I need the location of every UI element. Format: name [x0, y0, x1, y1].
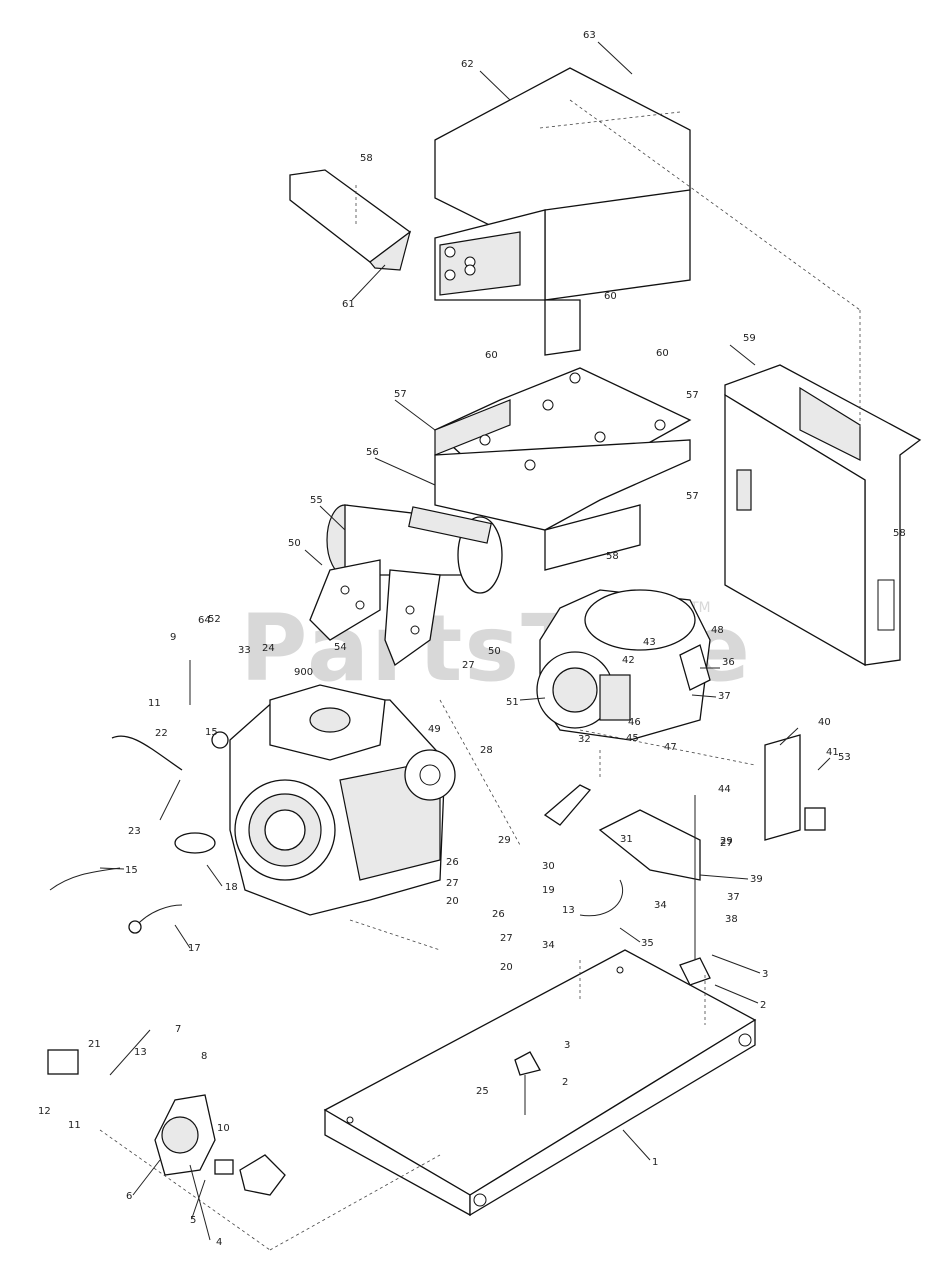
engine-part: [211, 684, 446, 916]
callout-label: 63: [583, 30, 596, 41]
callout-label: 60: [485, 350, 498, 361]
muffler-part: [309, 504, 503, 667]
callout-label: 27: [500, 933, 513, 944]
callout-label: 57: [686, 390, 699, 401]
callout-label: 50: [288, 538, 301, 549]
callout-label: 43: [643, 637, 656, 648]
callout-label: 6: [126, 1191, 132, 1202]
callout-label: 50: [488, 646, 501, 657]
callout-label: 26: [446, 857, 459, 868]
callout-label: 34: [654, 900, 667, 911]
callout-label: 12: [38, 1106, 51, 1117]
callout-label: 37: [727, 892, 740, 903]
callout-label: 19: [542, 885, 555, 896]
callout-label: 2: [760, 1000, 766, 1011]
callout-label: 32: [578, 734, 591, 745]
callout-label: 37: [718, 691, 731, 702]
callout-label: 4: [216, 1237, 222, 1248]
callout-label: 29: [498, 835, 511, 846]
callout-label: 2: [562, 1077, 568, 1088]
callout-label: 23: [128, 826, 141, 837]
callout-label: 30: [542, 861, 555, 872]
callout-label: 20: [446, 896, 459, 907]
callout-label: 17: [188, 943, 201, 954]
callout-label: 13: [562, 905, 575, 916]
callout-label: 55: [310, 495, 323, 506]
callout-label: 46: [628, 717, 641, 728]
callout-label: 10: [217, 1123, 230, 1134]
callout-label: 53: [838, 752, 851, 763]
callout-label: 27: [462, 660, 475, 671]
callout-label: 58: [893, 528, 906, 539]
callout-label: 47: [664, 742, 677, 753]
callout-label: 33: [238, 645, 251, 656]
callout-label: 38: [725, 914, 738, 925]
callout-label: 51: [506, 697, 519, 708]
callout-label: 40: [818, 717, 831, 728]
callout-label: 36: [722, 657, 735, 668]
callout-label: 39: [750, 874, 763, 885]
fuel-system-part: [47, 1049, 286, 1196]
callout-label: 26: [492, 909, 505, 920]
callout-label: 13: [134, 1047, 147, 1058]
callout-label: 58: [360, 153, 373, 164]
exhaust-hood-part: [289, 169, 412, 271]
base-plate-part: [323, 949, 757, 1217]
callout-label: 31: [620, 834, 633, 845]
side-panel-part: [724, 364, 922, 667]
callout-label: 60: [656, 348, 669, 359]
callout-label: 15: [125, 865, 138, 876]
callout-label: 59: [743, 333, 756, 344]
callout-label: 64: [198, 615, 211, 626]
hoses-wires-part: [49, 660, 624, 934]
callout-label: 5: [190, 1215, 196, 1226]
callout-label: 57: [394, 389, 407, 400]
callout-label: 9: [170, 632, 176, 643]
callout-label: 24: [262, 643, 275, 654]
callout-label: 27: [446, 878, 459, 889]
callout-label: 20: [500, 962, 513, 973]
callout-label: 45: [626, 733, 639, 744]
callout-label: 56: [366, 447, 379, 458]
callout-label: 8: [201, 1051, 207, 1062]
callout-label: 41: [826, 747, 839, 758]
callout-label: 900: [294, 667, 313, 678]
callout-label: 15: [205, 727, 218, 738]
callout-label: 54: [334, 642, 347, 653]
callout-label: 44: [718, 784, 731, 795]
callout-label: 22: [155, 728, 168, 739]
brackets-part: [514, 734, 826, 1115]
callout-label: 48: [711, 625, 724, 636]
callout-label: 62: [461, 59, 474, 70]
base-panel-part: [433, 367, 692, 571]
callout-label: 61: [342, 299, 355, 310]
leader-lines: [99, 99, 861, 1251]
callout-label: 11: [68, 1120, 81, 1131]
callout-label: 11: [148, 698, 161, 709]
roof-enclosure-part: [434, 67, 691, 356]
callout-label: 25: [476, 1086, 489, 1097]
callout-label: 29: [720, 836, 733, 847]
callout-label: 35: [641, 938, 654, 949]
blower-housing-part: [536, 589, 711, 741]
callout-leaders: [99, 41, 831, 1241]
callout-label: 58: [606, 551, 619, 562]
callout-label: 7: [175, 1024, 181, 1035]
callout-label: 3: [564, 1040, 570, 1051]
callout-label: 34: [542, 940, 555, 951]
callout-labels: 1 2 2 3 3 4 5 6 7 8 9 10 11 11 12 13 13 …: [38, 30, 906, 1248]
callout-label: 52: [208, 614, 221, 625]
callout-label: 21: [88, 1039, 101, 1050]
callout-label: 1: [652, 1157, 658, 1168]
callout-label: 27: [720, 838, 733, 849]
callout-label: 57: [686, 491, 699, 502]
callout-label: 3: [762, 969, 768, 980]
callout-label: 18: [225, 882, 238, 893]
callout-label: 60: [604, 291, 617, 302]
callout-label: 49: [428, 724, 441, 735]
callout-label: 28: [480, 745, 493, 756]
callout-label: 42: [622, 655, 635, 666]
